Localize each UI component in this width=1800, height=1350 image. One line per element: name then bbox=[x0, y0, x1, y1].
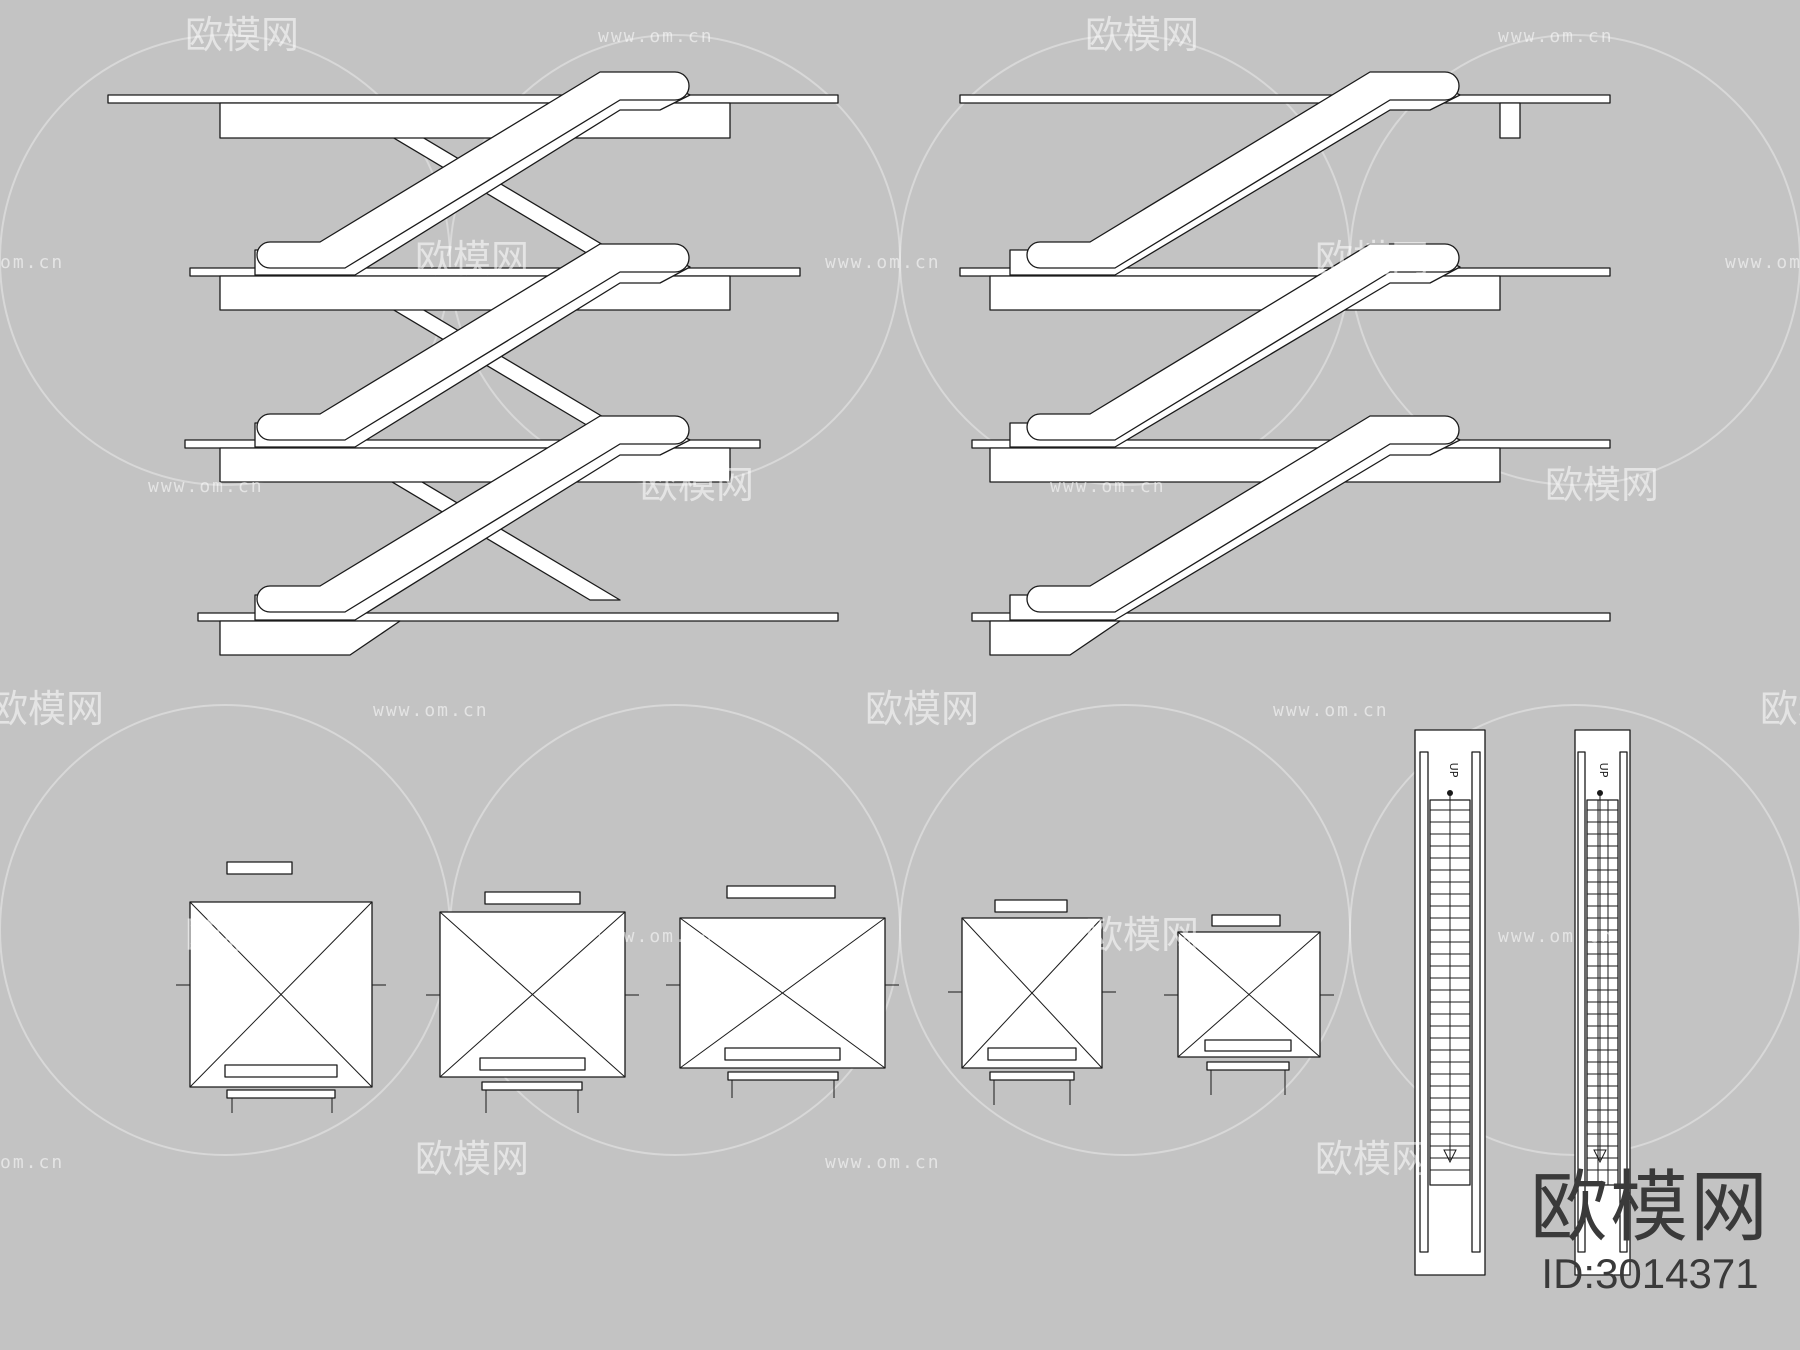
watermark-url: www.om.cn bbox=[598, 26, 714, 47]
floor-slab bbox=[107, 94, 839, 139]
watermark-url: www.om.cn bbox=[1725, 252, 1800, 273]
watermark-logo: 欧模网 bbox=[865, 687, 979, 731]
watermark-url: om.cn bbox=[0, 1152, 64, 1173]
handrail bbox=[256, 71, 690, 269]
watermark-logo: 欧模网 bbox=[415, 1137, 529, 1181]
watermark-url: www.om.cn bbox=[373, 700, 489, 721]
watermark-logo: 欧模网 bbox=[415, 237, 529, 281]
brand-id: ID:3014371 bbox=[1541, 1250, 1759, 1297]
handrail bbox=[256, 243, 690, 441]
up-label: UP bbox=[1597, 763, 1610, 778]
watermark-logo: 欧模网 bbox=[1085, 13, 1199, 57]
watermark-url: www.om.cn bbox=[1273, 700, 1389, 721]
brand-block: 欧模网 ID:3014371 bbox=[1515, 1165, 1785, 1297]
watermark-url: www.om.cn bbox=[1498, 26, 1614, 47]
step-lines-right bbox=[1587, 809, 1618, 1171]
floor-slab bbox=[959, 94, 1611, 139]
up-label: UP bbox=[1447, 763, 1460, 778]
floor-slab bbox=[197, 612, 839, 656]
watermark-logo: 欧模网 bbox=[1085, 913, 1199, 957]
watermark-logo: 欧模网 bbox=[1545, 463, 1659, 507]
watermark-url: www.om.cn bbox=[825, 1152, 941, 1173]
watermark-layer: 欧模网 欧模网 欧模网 欧模网 欧模网 欧模网 欧模网 欧模网 欧模网 欧模网 … bbox=[0, 13, 1800, 1181]
watermark-logo: 欧模网 bbox=[1315, 237, 1429, 281]
watermark-logo: 欧模网 bbox=[1315, 1137, 1429, 1181]
escalator-plan-left bbox=[1414, 729, 1486, 1276]
step-lines-left bbox=[1430, 809, 1470, 1171]
elevator-plan bbox=[1164, 914, 1334, 1095]
watermark-url: www.om.cn bbox=[1050, 476, 1166, 497]
handrail bbox=[1026, 71, 1460, 269]
handrail bbox=[256, 415, 690, 613]
elevator-plan bbox=[666, 885, 899, 1098]
floor-slab bbox=[971, 612, 1611, 656]
watermark-url: www.om.cn bbox=[1498, 926, 1614, 947]
elevator-plan bbox=[948, 899, 1116, 1105]
watermark-url: www.om.cn bbox=[825, 252, 941, 273]
elevation-crossed-escalators bbox=[107, 71, 839, 656]
watermark-arcs bbox=[0, 34, 1800, 1156]
watermark-logo: 欧模网 bbox=[640, 463, 754, 507]
watermark-url: www.om.cn bbox=[148, 476, 264, 497]
brand-logo: 欧模网 bbox=[1529, 1163, 1770, 1253]
watermark-logo: 欧模网 bbox=[1760, 687, 1800, 731]
handrail bbox=[1026, 415, 1460, 613]
watermark-logo: 欧模网 bbox=[0, 687, 104, 731]
watermark-url: www.om.cn bbox=[598, 926, 714, 947]
elevation-parallel-escalators bbox=[959, 71, 1611, 656]
watermark-logo: 欧模网 bbox=[185, 913, 299, 957]
watermark-url: om.cn bbox=[0, 252, 64, 273]
watermark-logo: 欧模网 bbox=[185, 13, 299, 57]
handrail bbox=[1026, 243, 1460, 441]
elevator-plan bbox=[426, 891, 639, 1113]
elevator-plan bbox=[176, 861, 386, 1113]
